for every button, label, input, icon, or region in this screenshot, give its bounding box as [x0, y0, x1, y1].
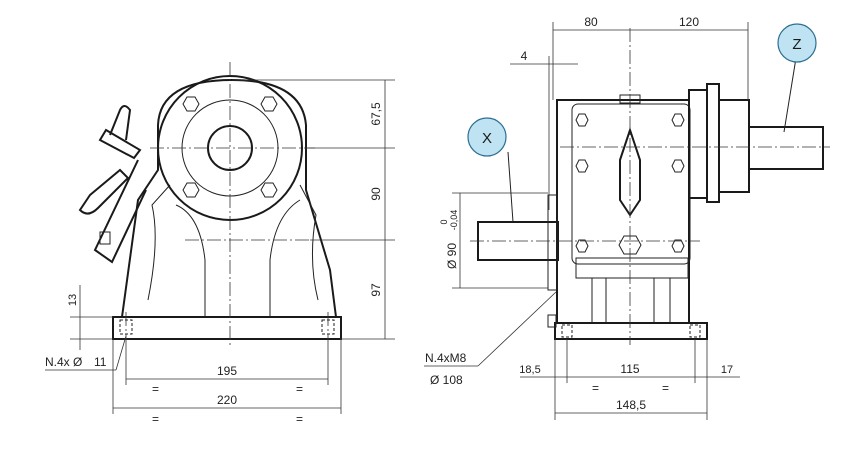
left-holes-size: 11: [94, 355, 107, 369]
dim-left-h-mid: 90: [369, 187, 383, 201]
dim-left-h-top: 67,5: [369, 102, 383, 126]
right-input-collar: [547, 194, 558, 291]
equal-mark: =: [152, 382, 159, 396]
dim-right-shaft-dia: Ø 90: [445, 243, 459, 269]
left-side-bolt: [99, 231, 111, 245]
dim-right-base-length: 148,5: [616, 398, 646, 412]
dim-left-base-width: 220: [217, 393, 237, 407]
right-housing-lower: [575, 257, 689, 279]
equal-mark: =: [296, 412, 303, 426]
right-leg: [591, 278, 671, 323]
callout-x-label: X: [482, 130, 492, 147]
base-hole: [561, 324, 573, 338]
equal-mark: =: [592, 381, 599, 395]
callout-z: Z: [777, 23, 817, 63]
left-handwheel-icon: [78, 105, 142, 215]
right-base: [554, 322, 708, 340]
dim-right-right-overhang: 17: [721, 364, 733, 376]
dim-left-hole-spacing: 195: [217, 364, 237, 378]
left-housing: [121, 78, 337, 318]
right-housing: [556, 99, 690, 324]
right-output-shaft: [748, 126, 824, 170]
right-view: 80 120 4 Ø 90 0 -0,04 N.4xM8 Ø 108 18,5 …: [424, 15, 830, 420]
right-flange: [688, 89, 708, 199]
callout-z-label: Z: [792, 36, 801, 53]
dim-right-top-right: 120: [679, 15, 699, 29]
dim-right-tol-lower: -0,04: [449, 210, 459, 231]
dim-right-offset: 4: [521, 49, 528, 63]
dim-left-h-bottom: 97: [369, 283, 383, 297]
equal-mark: =: [662, 381, 669, 395]
dim-right-tol-upper: 0: [439, 219, 449, 224]
dim-right-left-overhang: 18,5: [519, 364, 540, 376]
housing-bolt: [671, 159, 685, 173]
right-housing-inner: [571, 103, 691, 265]
right-flange-plate: [706, 83, 720, 203]
left-side-boss: [93, 159, 147, 264]
right-thread-circle: Ø 108: [430, 373, 463, 387]
flange-bolt: [260, 182, 278, 198]
left-housing-inner: [147, 184, 319, 301]
flange-bolt: [182, 96, 200, 112]
equal-mark: =: [296, 382, 303, 396]
housing-bolt: [671, 239, 685, 253]
equal-mark: =: [152, 412, 159, 426]
dim-left-base-thickness: 13: [67, 294, 79, 306]
housing-bolt: [671, 113, 685, 127]
right-motor-body: [718, 99, 750, 193]
housing-bolt: [575, 159, 589, 173]
callout-x: X: [467, 117, 507, 157]
left-base-plate: [112, 316, 342, 340]
housing-bolt: [618, 235, 642, 255]
housing-bolt: [575, 113, 589, 127]
right-drain-plug: [547, 314, 557, 328]
left-view: 67,5 90 97 13 N.4x Ø 11 195 = = 220 = =: [45, 62, 395, 426]
flange-bolt: [182, 182, 200, 198]
dim-right-top-left: 80: [584, 15, 598, 29]
housing-bolt: [575, 239, 589, 253]
right-thread-label: N.4xM8: [425, 351, 467, 365]
flange-bolt: [260, 96, 278, 112]
left-holes-label: N.4x Ø: [45, 355, 82, 369]
base-hole: [689, 324, 701, 338]
left-web: [175, 199, 301, 317]
dim-right-hole-spacing: 115: [620, 362, 639, 376]
